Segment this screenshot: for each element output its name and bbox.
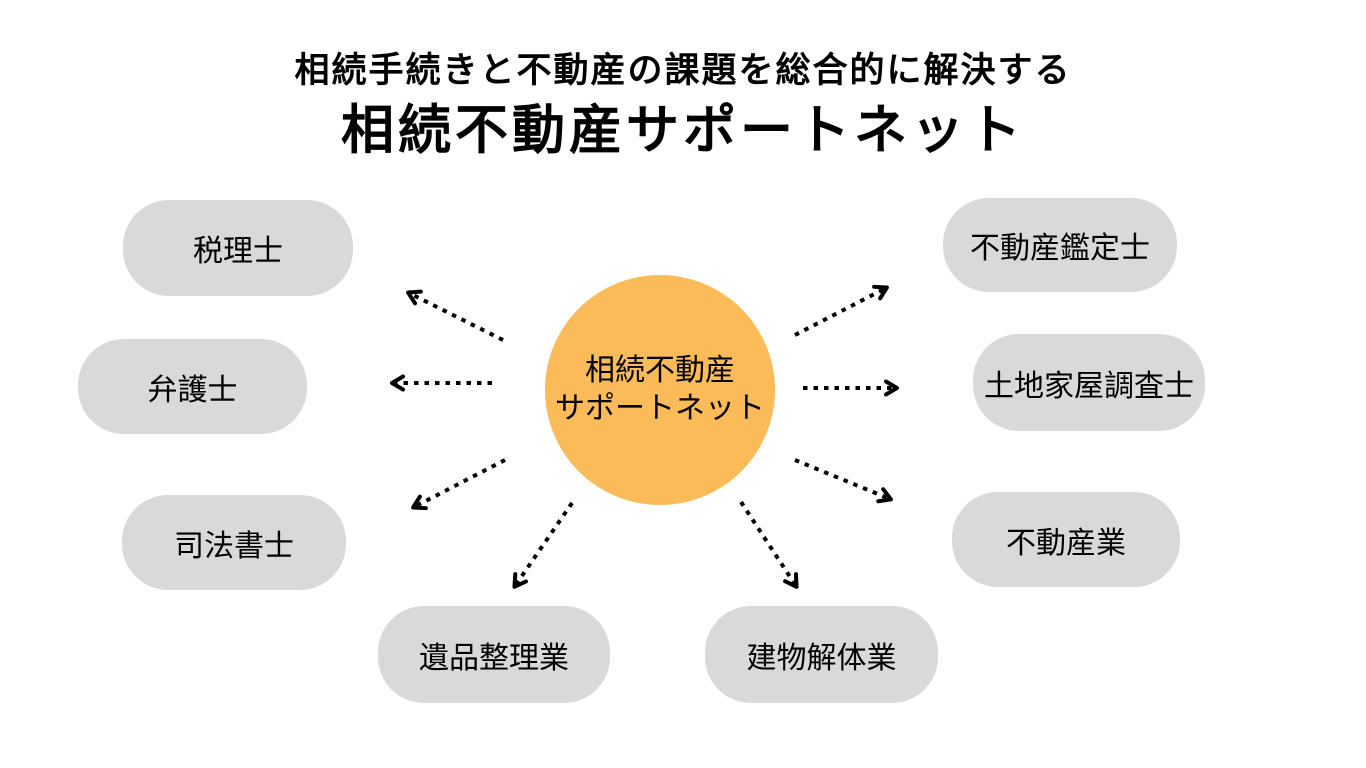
node-land-surveyor: 土地家屋調査士 bbox=[973, 334, 1205, 431]
node-label: 弁護士 bbox=[147, 373, 238, 407]
node-label: 税理士 bbox=[193, 235, 283, 268]
node-estate-cleanup: 遺品整理業 bbox=[378, 606, 610, 703]
arrow-to-judicial-scrivener bbox=[411, 458, 506, 511]
title-block: 相続手続きと不動産の課題を総合的に解決する 相続不動産サポートネット bbox=[0, 46, 1366, 162]
node-real-estate-appraiser: 不動産鑑定士 bbox=[943, 198, 1177, 292]
node-label: 不動産鑑定士 bbox=[970, 232, 1150, 265]
arrow-to-real-estate-appraiser bbox=[794, 284, 889, 337]
node-label: 建物解体業 bbox=[746, 641, 897, 675]
node-lawyer: 弁護士 bbox=[78, 339, 307, 434]
node-judicial-scrivener: 司法書士 bbox=[122, 495, 346, 590]
arrow-to-real-estate-agency bbox=[794, 458, 893, 504]
node-label: 土地家屋調査士 bbox=[984, 369, 1194, 403]
arrow-to-estate-cleanup bbox=[512, 501, 574, 589]
node-label: 司法書士 bbox=[174, 529, 294, 563]
title-tagline: 相続手続きと不動産の課題を総合的に解決する bbox=[294, 51, 1072, 90]
node-label: 不動産業 bbox=[1006, 526, 1126, 560]
arrow-to-tax-accountant bbox=[406, 289, 504, 342]
node-label: 遺品整理業 bbox=[419, 641, 569, 675]
title-main: 相続不動産サポートネット bbox=[341, 101, 1025, 160]
hub-circle: 相続不動産 サポートネット bbox=[545, 275, 775, 505]
node-tax-accountant: 税理士 bbox=[123, 200, 353, 296]
node-demolition: 建物解体業 bbox=[705, 606, 938, 703]
hub-label-line2: サポートネット bbox=[555, 392, 765, 425]
hub-label-line1: 相続不動産 bbox=[585, 354, 735, 387]
arrow-to-demolition bbox=[739, 500, 799, 589]
node-real-estate-agency: 不動産業 bbox=[952, 492, 1180, 587]
